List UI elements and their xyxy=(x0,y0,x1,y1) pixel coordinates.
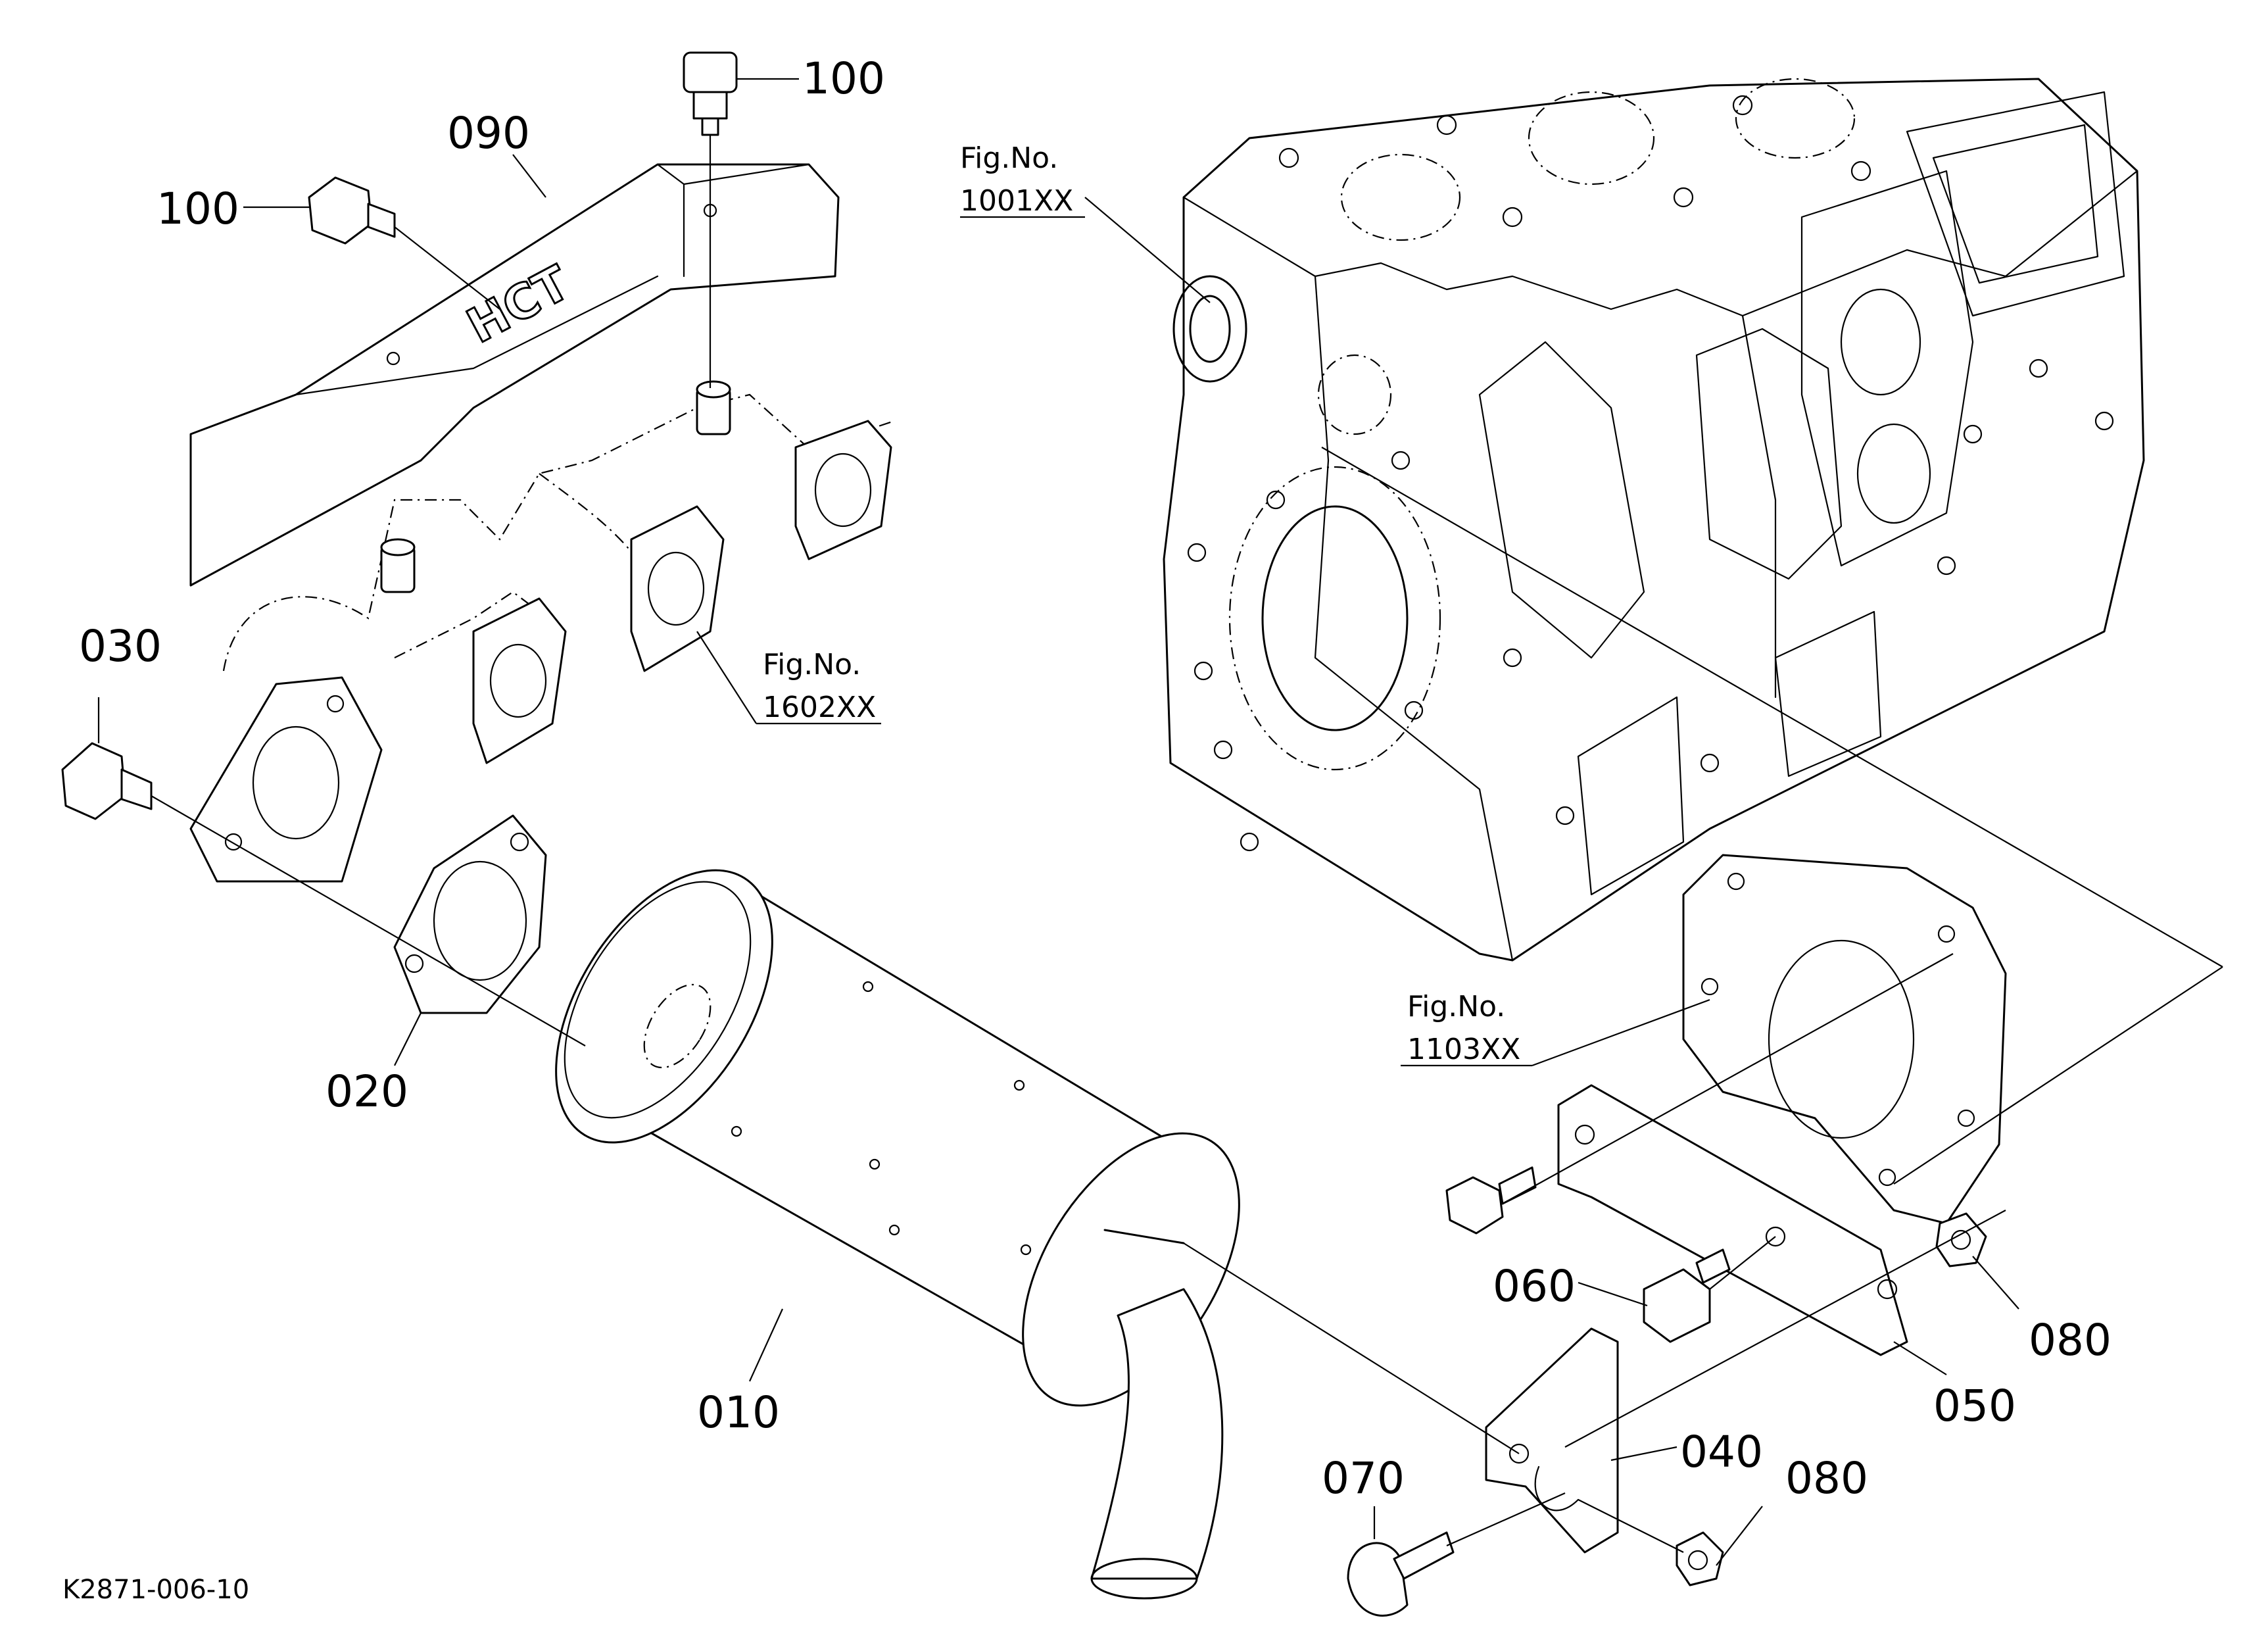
callout-100-top: 100 xyxy=(802,53,885,104)
heat-shield-090: HCT xyxy=(189,163,840,587)
front-plate-gasket xyxy=(1682,854,2007,1225)
figure-ref-1602-number: 1602XX xyxy=(763,691,876,724)
figure-ref-1001-number: 1001XX xyxy=(960,184,1073,218)
bolt-030 xyxy=(61,742,153,820)
nut-080-upper xyxy=(1935,1212,1987,1267)
figure-ref-1103: Fig.No. 1103XX xyxy=(1407,990,1520,1066)
callout-050: 050 xyxy=(1933,1381,2016,1431)
callout-070: 070 xyxy=(1322,1453,1405,1504)
nut-080-lower xyxy=(1676,1531,1724,1586)
callout-labels: 100 090 100 030 020 010 060 080 050 040 … xyxy=(79,53,2111,1504)
callout-090: 090 xyxy=(447,108,530,159)
bracket-050 xyxy=(1557,1084,1908,1356)
figure-ref-1001-prefix: Fig.No. xyxy=(960,141,1058,175)
engine-block xyxy=(1163,78,2145,962)
figure-ref-1001: Fig.No. 1001XX xyxy=(960,141,1073,218)
bolt-100-side xyxy=(308,176,396,245)
bolt-100-top xyxy=(683,51,738,136)
callout-100-side: 100 xyxy=(157,184,239,234)
figure-ref-1103-prefix: Fig.No. xyxy=(1407,990,1505,1023)
stud-060 xyxy=(1643,1248,1731,1343)
bolt-left-1103 xyxy=(1445,1166,1537,1235)
callout-020: 020 xyxy=(326,1066,408,1117)
callout-080-upper: 080 xyxy=(2029,1315,2111,1365)
figure-ref-1103-number: 1103XX xyxy=(1407,1033,1520,1066)
callout-010: 010 xyxy=(697,1387,780,1438)
callout-080-lower: 080 xyxy=(1785,1453,1868,1504)
assembly-lines xyxy=(151,135,2223,1553)
figure-ref-1602: Fig.No. 1602XX xyxy=(763,648,876,724)
muffler-010 xyxy=(555,869,1240,1600)
callout-060: 060 xyxy=(1493,1261,1576,1312)
callout-leaders xyxy=(97,78,2019,1566)
gasket-020 xyxy=(393,814,547,1014)
bolt-070 xyxy=(1347,1531,1455,1617)
figure-ref-1602-prefix: Fig.No. xyxy=(763,648,861,681)
callout-030: 030 xyxy=(79,621,162,672)
exhaust-manifold xyxy=(189,380,895,883)
drawing-code: K2871-006-10 xyxy=(62,1575,249,1605)
callout-040: 040 xyxy=(1680,1427,1763,1477)
bracket-040 xyxy=(1485,1327,1619,1554)
